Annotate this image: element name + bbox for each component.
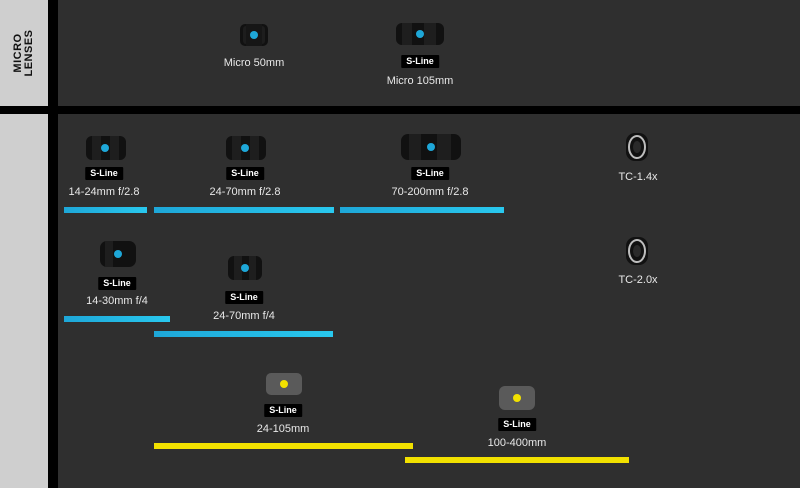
- lens-14-24mm-sline-badge: S-Line: [85, 167, 123, 180]
- teleconverter-2-0x-name: TC-2.0x: [618, 274, 658, 286]
- lens-24-70mm-f28-icon[interactable]: [224, 133, 268, 163]
- lens-100-400mm-icon[interactable]: [497, 384, 537, 412]
- lens-100-400mm-range-bar: [405, 457, 629, 463]
- lens-micro-50mm-name: Micro 50mm: [223, 57, 285, 69]
- lens-14-30mm-sline-badge: S-Line: [98, 277, 136, 290]
- lens-micro-105mm-sline-badge: S-Line: [401, 55, 439, 68]
- lens-24-105mm-range-bar: [154, 443, 413, 449]
- lens-24-70mm-f4-range-bar: [154, 331, 333, 337]
- lens-14-24mm-icon[interactable]: [84, 133, 128, 163]
- lens-micro-105mm-icon[interactable]: [394, 20, 446, 48]
- lens-14-24mm-name: 14-24mm f/2.8: [68, 186, 140, 198]
- lens-24-70mm-f4-name: 24-70mm f/4: [213, 310, 275, 322]
- lens-14-30mm-icon[interactable]: [98, 238, 138, 270]
- lens-24-105mm-sline-badge: S-Line: [264, 404, 302, 417]
- lens-70-200mm-icon[interactable]: [399, 131, 463, 163]
- lens-micro-105mm-name: Micro 105mm: [386, 75, 454, 87]
- lens-24-105mm-icon[interactable]: [264, 371, 304, 397]
- lens-14-30mm-range-bar: [64, 316, 170, 322]
- zoom-lenses-label-band: [0, 114, 48, 488]
- lens-24-70mm-f28-name: 24-70mm f/2.8: [209, 186, 281, 198]
- lens-70-200mm-sline-badge: S-Line: [411, 167, 449, 180]
- lens-100-400mm-name: 100-400mm: [487, 437, 547, 449]
- lens-micro-50mm-icon[interactable]: [238, 22, 270, 48]
- lens-14-30mm-name: 14-30mm f/4: [86, 295, 148, 307]
- lens-24-105mm-name: 24-105mm: [256, 423, 310, 435]
- teleconverter-1-4x-icon[interactable]: [623, 130, 651, 164]
- teleconverter-1-4x-name: TC-1.4x: [618, 171, 658, 183]
- lens-70-200mm-range-bar: [340, 207, 504, 213]
- lens-24-70mm-f4-icon[interactable]: [226, 253, 264, 283]
- micro-lenses-label: MICRO LENSES: [12, 29, 35, 77]
- lens-100-400mm-sline-badge: S-Line: [498, 418, 536, 431]
- lens-24-70mm-f4-sline-badge: S-Line: [225, 291, 263, 304]
- lens-24-70mm-f28-range-bar: [154, 207, 334, 213]
- micro-lenses-label-band: MICRO LENSES: [0, 0, 48, 106]
- lens-24-70mm-f28-sline-badge: S-Line: [226, 167, 264, 180]
- lens-14-24mm-range-bar: [64, 207, 147, 213]
- micro-lenses-panel: [58, 0, 800, 106]
- lens-70-200mm-name: 70-200mm f/2.8: [391, 186, 469, 198]
- teleconverter-2-0x-icon[interactable]: [623, 234, 651, 268]
